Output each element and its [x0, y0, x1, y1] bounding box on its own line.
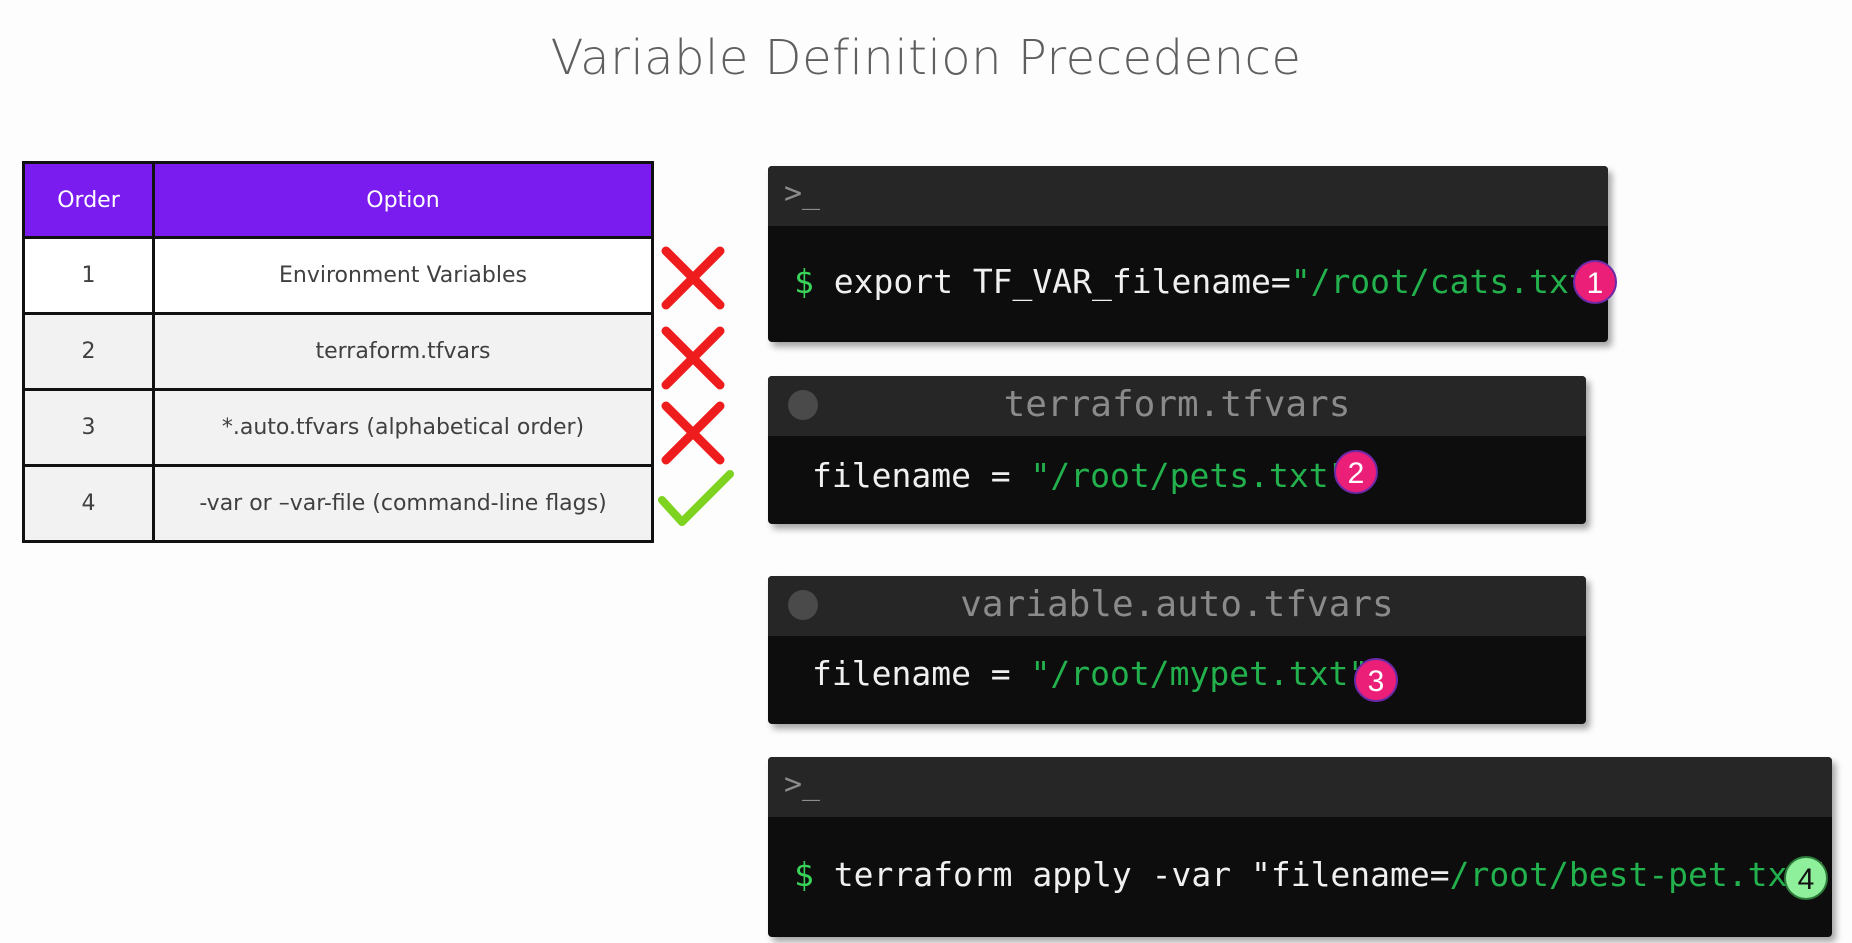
option-cell: *.auto.tfvars (alphabetical order) [152, 388, 654, 467]
terminal-prompt-icon: >_ [784, 176, 821, 211]
precedence-table: Order Option 1 Environment Variables 2 t… [22, 161, 654, 543]
env-command-line: $ export TF_VAR_filename="/root/cats.txt… [794, 262, 1609, 301]
cross-icon [661, 401, 725, 465]
code-value: "/root/mypet.txt" [1030, 654, 1369, 693]
file-title: variable.auto.tfvars [960, 584, 1394, 625]
cli-command-line: $ terraform apply -var "filename=/root/b… [794, 855, 1827, 894]
table-row: 1 Environment Variables [22, 236, 654, 315]
cross-icon [661, 246, 725, 310]
order-cell: 3 [22, 388, 155, 467]
command-value: /root/best-pet.txt [1449, 855, 1808, 894]
cross-icon [661, 326, 725, 390]
step-badge-4: 4 [1784, 856, 1828, 900]
step-badge-2: 2 [1334, 450, 1378, 494]
order-cell: 4 [22, 464, 155, 543]
auto-tfvars-file-panel: variable.auto.tfvars filename = "/root/m… [768, 576, 1586, 724]
column-header-order: Order [22, 161, 155, 239]
file-titlebar: variable.auto.tfvars [768, 576, 1586, 636]
terminal-titlebar: >_ [768, 166, 1608, 226]
code-key: filename = [812, 456, 1031, 495]
auto-tfvars-line: filename = "/root/mypet.txt" [812, 654, 1368, 693]
step-badge-3: 3 [1354, 658, 1398, 702]
tfvars-file-panel: terraform.tfvars filename = "/root/pets.… [768, 376, 1586, 524]
terminal-prompt-icon: >_ [784, 767, 821, 802]
table-header-row: Order Option [22, 161, 654, 239]
table-row: 3 *.auto.tfvars (alphabetical order) [22, 388, 654, 467]
code-key: filename = [812, 654, 1031, 693]
option-cell: Environment Variables [152, 236, 654, 315]
env-terminal-panel: >_ $ export TF_VAR_filename="/root/cats.… [768, 166, 1609, 342]
option-cell: terraform.tfvars [152, 312, 654, 391]
file-titlebar: terraform.tfvars [768, 376, 1586, 436]
order-cell: 2 [22, 312, 155, 391]
command-text: terraform apply -var "filename= [813, 855, 1450, 894]
file-title: terraform.tfvars [1003, 384, 1351, 425]
code-value: "/root/pets.txt" [1030, 456, 1349, 495]
command-text: export TF_VAR_filename= [813, 262, 1291, 301]
check-icon [658, 470, 734, 526]
page-title: Variable Definition Precedence [550, 30, 1302, 86]
table-row: 4 -var or –var-file (command-line flags) [22, 464, 654, 543]
command-value: "/root/cats.txt" [1290, 262, 1609, 301]
dollar-sign: $ [794, 855, 814, 894]
table-row: 2 terraform.tfvars [22, 312, 654, 391]
step-badge-1: 1 [1573, 260, 1617, 304]
window-dot-icon [788, 590, 818, 620]
cli-terminal-panel: >_ $ terraform apply -var "filename=/roo… [768, 757, 1832, 937]
terminal-titlebar: >_ [768, 757, 1832, 817]
order-cell: 1 [22, 236, 155, 315]
window-dot-icon [788, 390, 818, 420]
option-cell: -var or –var-file (command-line flags) [152, 464, 654, 543]
tfvars-line: filename = "/root/pets.txt" [812, 456, 1348, 495]
dollar-sign: $ [794, 262, 814, 301]
column-header-option: Option [152, 161, 654, 239]
